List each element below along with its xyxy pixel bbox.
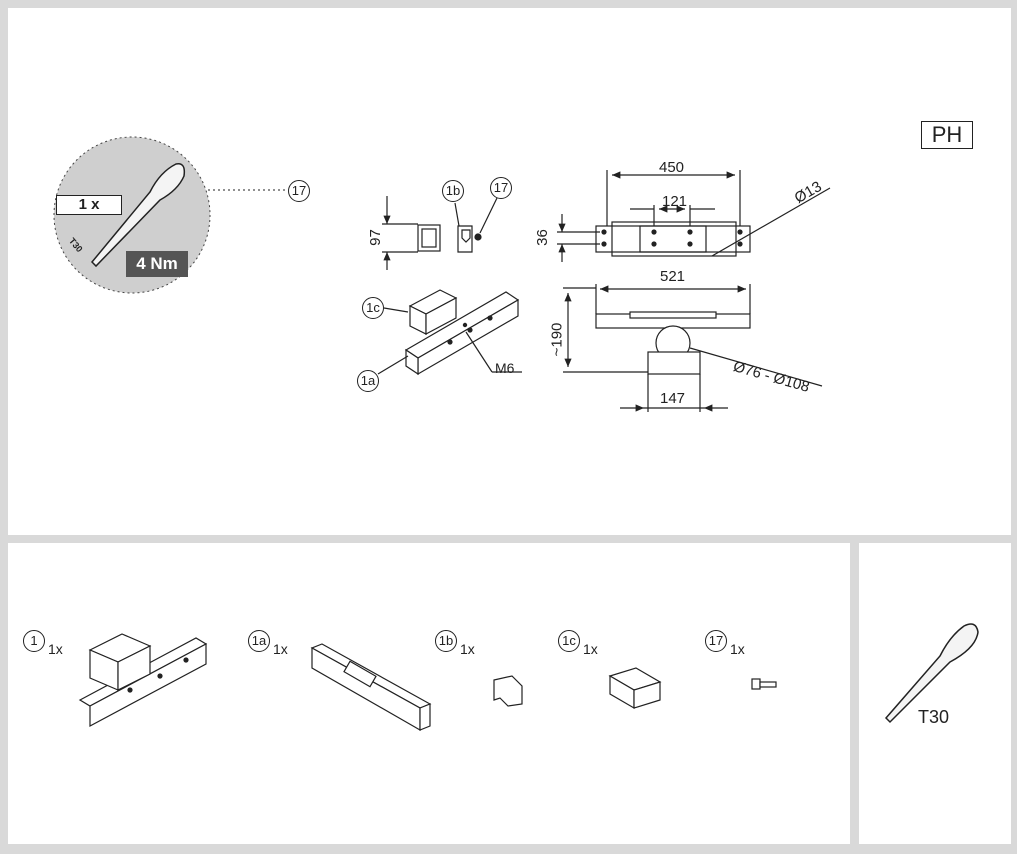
ref-1a-marker: 1a [357,370,379,392]
part-1-drawing [78,633,208,728]
side-view-bracket [382,196,498,270]
part-1-marker: 1 [23,630,45,652]
top-view-plate [557,170,831,262]
part-1a-drawing [310,643,432,732]
tool-panel [859,543,1011,844]
dim-36: 36 [533,229,551,246]
part-1-qty: 1x [48,641,63,657]
thread-size-label: M6 [495,360,515,376]
product-code-label: PH [921,121,973,149]
screwdriver-drawing [884,623,979,724]
part-1c-qty: 1x [583,641,598,657]
part-1a-qty: 1x [273,641,288,657]
part-1b-qty: 1x [460,641,475,657]
part-17-marker: 17 [705,630,727,652]
ref-1b-marker: 1b [442,180,464,202]
ref-17-marker: 17 [490,177,512,199]
ref-1c-marker: 1c [362,297,384,319]
part-1c-marker: 1c [558,630,580,652]
part-1b-marker: 1b [435,630,457,652]
isometric-assembly [377,289,522,376]
part-1c-drawing [608,667,662,710]
tool-panel-label: T30 [918,707,950,727]
dim-521: 521 [660,268,686,285]
dim-97: 97 [366,229,384,246]
dim-121: 121 [662,193,688,210]
tool-quantity-label: 1 x [56,195,122,215]
part-1b-drawing [493,675,523,707]
dim-147: 147 [660,390,686,407]
front-view-mount [563,284,823,412]
part-17-qty: 1x [730,641,745,657]
ref-17-tool-marker: 17 [288,180,310,202]
torque-label: 4 Nm [126,251,188,277]
dim-450: 450 [659,159,685,176]
part-17-drawing [751,678,777,690]
dim-190: ~190 [548,322,566,357]
part-1a-marker: 1a [248,630,270,652]
